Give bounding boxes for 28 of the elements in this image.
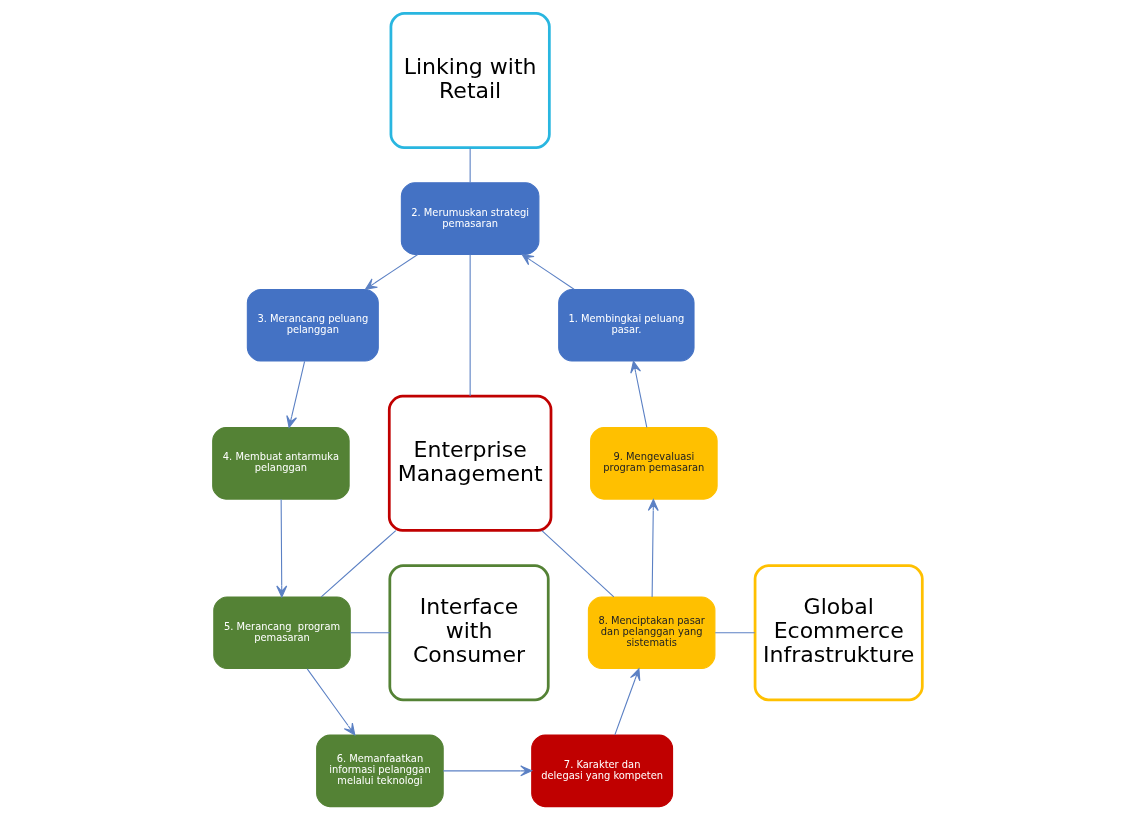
node-box: Enterprise Management <box>387 394 552 532</box>
node-box: 9. Mengevaluasi program pemasaran <box>589 426 718 500</box>
arrow <box>629 360 647 428</box>
node-box: 6. Memanfaatkan informasi pelanggan melalui teknologi <box>315 734 444 807</box>
connector <box>349 631 390 633</box>
arrow <box>442 764 532 776</box>
node-box: Interface with Consumer <box>387 563 550 701</box>
connector <box>320 529 396 597</box>
node-box: 1. Membingkai peluang pasar. <box>557 288 695 362</box>
arrow <box>613 667 640 735</box>
arrow <box>275 498 287 597</box>
node-box: Global Ecommerce Infrastrukture <box>753 563 924 701</box>
arrow <box>364 253 418 290</box>
node-box: 7. Karakter dan delegasi yang kompeten <box>530 734 673 807</box>
node-box: Linking with Retail <box>389 11 551 149</box>
connector <box>469 146 471 183</box>
node-box: 2. Merumuskan strategi pemasaran <box>400 181 539 255</box>
connector <box>714 631 755 633</box>
arrow <box>285 360 305 428</box>
connector <box>469 253 471 397</box>
node-box: 8. Menciptakan pasar dan pelanggan yang sistematis <box>587 595 715 669</box>
arrow <box>647 498 659 597</box>
node-box: 3. Merancang peluang pelanggan <box>246 288 379 362</box>
connector <box>540 529 614 597</box>
node-box: 4. Membuat antarmuka pelanggan <box>211 426 350 500</box>
arrow <box>306 667 355 735</box>
arrow <box>521 253 575 290</box>
node-box: 5. Merancang program pemasaran <box>212 595 351 669</box>
